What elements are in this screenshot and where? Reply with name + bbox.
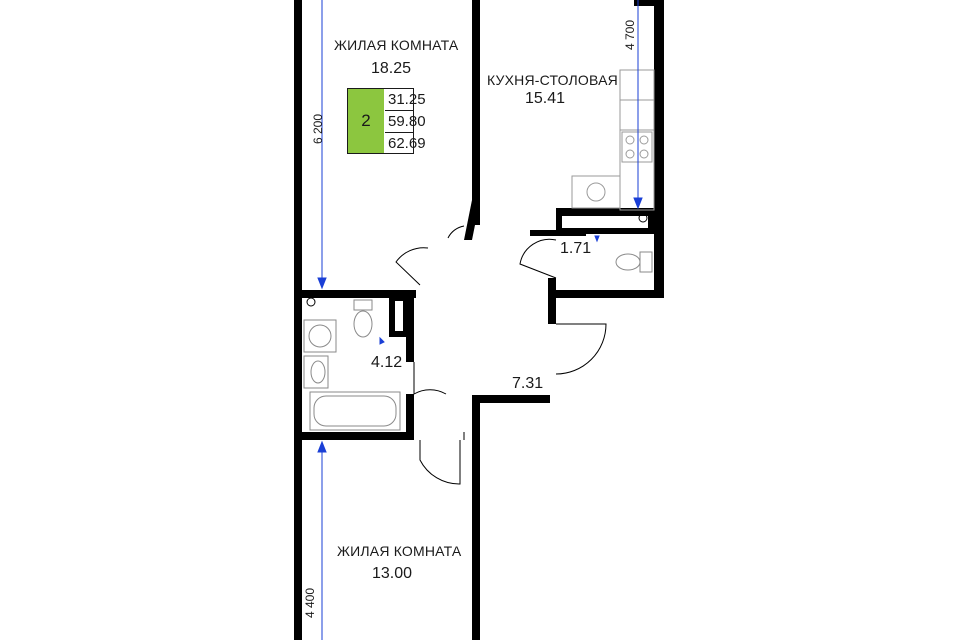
kitchen-bottom-wall [556, 290, 664, 298]
bathtub [309, 391, 401, 431]
area-values: 31.25 59.80 62.69 [385, 89, 426, 154]
wc-toilet-tank [639, 251, 653, 273]
right-outer-wall [654, 0, 664, 298]
door-living1 [395, 247, 429, 286]
wall-top-stub [474, 0, 480, 10]
stove [621, 131, 653, 163]
bath-closet [389, 295, 409, 337]
door-living2 [419, 440, 461, 485]
kitchen-name: КУХНЯ-СТОЛОВАЯ [487, 72, 618, 88]
total-area: 59.80 [385, 111, 426, 133]
toilet-tank [353, 299, 373, 311]
kitchen-counter [619, 69, 655, 211]
closets [389, 208, 654, 337]
door-bathroom [413, 362, 447, 395]
living2-name: ЖИЛАЯ КОМНАТА [337, 543, 462, 559]
wc-closet [556, 208, 654, 234]
toilet-bowl [353, 310, 373, 338]
kitchen-area: 15.41 [525, 90, 566, 107]
dimension-lines [317, 0, 643, 640]
living1-height-label: 6 200 [311, 113, 325, 145]
total-area-with-balcony: 62.69 [388, 135, 426, 152]
hall-right-step [472, 395, 550, 403]
kitchen-fixtures [571, 69, 655, 211]
hall-area: 7.31 [512, 375, 544, 392]
area-badge: 2 31.25 59.80 62.69 [347, 88, 426, 154]
living1-right-wall [472, 0, 480, 225]
wc-area: 1.71 [560, 240, 592, 257]
bath-sink [303, 355, 329, 389]
washing-machine [303, 319, 337, 353]
bath-right-wall [406, 298, 414, 362]
door-wc [519, 238, 557, 279]
bath-bottom-wall [302, 432, 414, 440]
left-outer-wall [294, 0, 302, 640]
living2-area: 13.00 [372, 565, 413, 582]
wc-toilet-bowl [615, 253, 641, 271]
bathroom-fixtures [303, 213, 653, 431]
bath-right-wall-lower [406, 394, 414, 440]
living1-area: 18.25 [371, 60, 412, 77]
hall-kitchen-wall [548, 278, 556, 324]
wall-top-right-stub [634, 0, 656, 6]
bathroom-area: 4.12 [371, 354, 403, 371]
living2-height-label: 4 400 [303, 587, 317, 619]
bath-top-wall [302, 290, 416, 298]
kitchen-sink [571, 175, 621, 209]
doors [395, 225, 607, 485]
kitchen-height-label: 4 700 [623, 19, 637, 51]
room-count: 2 [348, 89, 384, 153]
door-kitchen [555, 323, 607, 375]
hall-right-wall [472, 397, 480, 640]
living1-name: ЖИЛАЯ КОМНАТА [334, 37, 459, 53]
diagonal-wall [464, 200, 480, 240]
living-area: 31.25 [385, 89, 426, 111]
door-living1-b [447, 225, 465, 239]
